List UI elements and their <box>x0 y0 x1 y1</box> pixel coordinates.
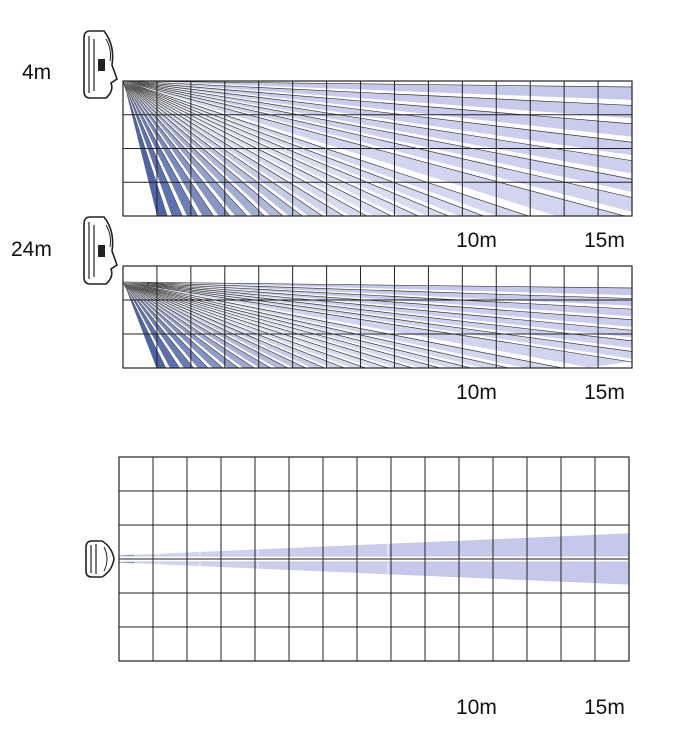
beam-edge <box>123 81 214 216</box>
detection-zone-lower <box>159 561 201 567</box>
beam-edge <box>123 281 632 331</box>
grid-border <box>122 80 633 217</box>
beam-edge <box>123 281 632 352</box>
grid-border <box>118 456 630 662</box>
beam-edge <box>123 281 632 321</box>
beam-edge <box>123 81 198 216</box>
panel-side-view-24m: 24m 10m 15m <box>11 216 633 404</box>
beam-edge <box>123 281 272 368</box>
beam-edge <box>123 81 168 216</box>
distance-label-10m: 10m <box>456 381 497 404</box>
beam-fan <box>123 81 632 216</box>
beam-edge <box>123 281 632 310</box>
beam-edge <box>123 81 303 216</box>
height-label: 24m <box>11 238 52 261</box>
height-label: 4m <box>22 61 51 84</box>
beam-edge <box>123 81 450 216</box>
beam-edge <box>123 281 511 368</box>
beam-edge <box>123 81 632 125</box>
detection-zone-lower <box>387 561 629 586</box>
beam-edge <box>123 281 473 368</box>
beam-edge <box>123 281 239 368</box>
beam-edge <box>123 81 248 216</box>
beam-edge <box>123 81 530 216</box>
beam-edge <box>123 81 632 143</box>
grid <box>118 456 630 662</box>
beam-edge <box>123 281 367 368</box>
beam-edge <box>123 281 194 368</box>
beam-edge <box>123 281 307 368</box>
beam-fan <box>119 532 629 586</box>
sensor-icon <box>83 30 118 99</box>
beam-edge <box>123 281 632 363</box>
distance-label-10m: 10m <box>456 229 497 252</box>
sensor-icon <box>83 216 118 285</box>
beam-edge <box>123 281 167 368</box>
detection-zone-lower <box>199 561 259 570</box>
beam-edge <box>123 81 420 216</box>
detection-zone-lower <box>134 561 161 566</box>
distance-label-10m: 10m <box>456 696 497 719</box>
beam-edge <box>123 281 289 368</box>
beam-edge <box>123 81 632 162</box>
grid-border <box>122 265 633 369</box>
beam-edge <box>123 81 368 216</box>
beam-edge <box>123 81 231 216</box>
detection-zone-upper <box>159 551 201 557</box>
beam-fan <box>123 281 632 368</box>
panel-top-view: 10m 15m <box>85 456 630 719</box>
grid <box>122 80 633 217</box>
beam-edge <box>123 281 564 368</box>
beam-edge <box>123 281 209 368</box>
beam-edge <box>123 281 180 368</box>
detection-zone-upper <box>134 552 161 557</box>
beam-edge <box>123 281 632 342</box>
distance-label-15m: 15m <box>584 381 625 404</box>
beam-edge <box>123 281 632 289</box>
beam-edge <box>123 81 183 216</box>
panel-side-view-4m: 4m 10m 15m <box>22 30 633 252</box>
beam-edge <box>123 281 224 368</box>
beam-edge <box>123 81 266 216</box>
beam-edge <box>123 281 255 368</box>
beam-edge <box>123 81 632 88</box>
beam-edge <box>123 281 632 299</box>
detection-zone-upper <box>199 548 259 557</box>
beam-edge <box>123 281 414 368</box>
sensor-icon <box>85 540 115 578</box>
beam-edge <box>123 81 345 216</box>
grid <box>122 265 633 369</box>
beam-edge <box>123 81 632 180</box>
distance-label-15m: 15m <box>584 229 625 252</box>
beam-edge <box>123 81 632 106</box>
beam-edge <box>123 281 442 368</box>
beam-edge <box>123 81 632 198</box>
beam-edge <box>123 281 346 368</box>
distance-label-15m: 15m <box>584 696 625 719</box>
detection-zone-upper <box>387 532 629 557</box>
beam-edge <box>123 81 626 216</box>
